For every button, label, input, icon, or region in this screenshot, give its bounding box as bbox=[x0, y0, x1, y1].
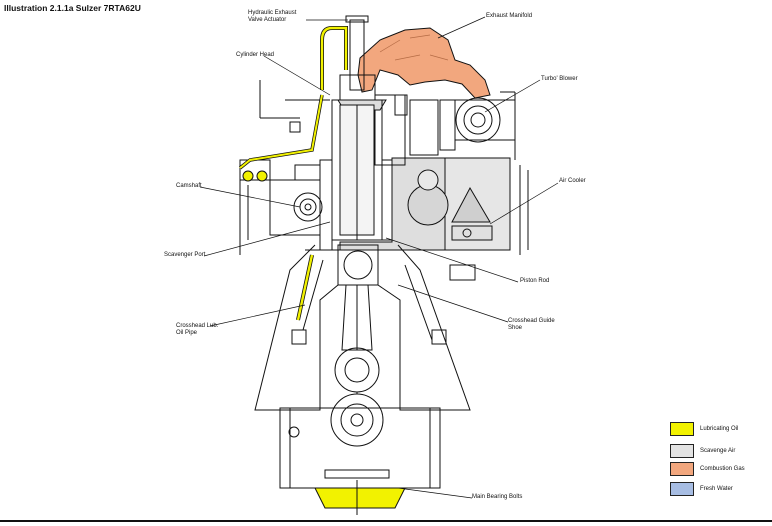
leader-lines bbox=[199, 16, 559, 499]
camshaft-shape bbox=[293, 192, 323, 222]
legend-swatch bbox=[670, 482, 694, 496]
legend-label: Lubricating Oil bbox=[700, 426, 739, 432]
label-camshaft: Camshaft bbox=[176, 183, 202, 189]
turbo-blower-shape bbox=[455, 97, 501, 143]
label-crosshead-lub-oil-pipe: Crosshead Lub. Oil Pipe bbox=[176, 323, 219, 336]
label-hydraulic-exhaust-valve-actuator: Hydraulic Exhaust Valve Actuator bbox=[248, 10, 297, 23]
bedplate bbox=[279, 407, 441, 489]
legend-swatch bbox=[670, 422, 694, 436]
label-air-cooler: Air Cooler bbox=[559, 178, 586, 184]
label-piston-rod: Piston Rod bbox=[520, 278, 550, 284]
bottom-rule bbox=[0, 520, 772, 522]
label-main-bearing-bolts: Main Bearing Bolts bbox=[472, 494, 523, 500]
label-scavenger-port: Scavenger Port bbox=[164, 252, 206, 258]
legend-swatch bbox=[670, 462, 694, 476]
label-turbo-blower: Turbo' Blower bbox=[541, 76, 578, 82]
oil-sump bbox=[314, 487, 406, 509]
legend-label: Fresh Water bbox=[700, 486, 733, 492]
crank-big-end bbox=[334, 347, 380, 393]
illustration-title: Illustration 2.1.1a Sulzer 7RTA62U bbox=[4, 3, 141, 13]
crosshead bbox=[337, 244, 379, 286]
legend-label: Scavenge Air bbox=[700, 448, 736, 454]
main-journal bbox=[330, 393, 384, 447]
frame-right bbox=[377, 244, 471, 411]
legend-label: Combustion Gas bbox=[700, 466, 745, 472]
lub-oil-line-left bbox=[238, 94, 324, 170]
legend-swatch bbox=[670, 444, 694, 458]
label-exhaust-manifold: Exhaust Manifold bbox=[486, 13, 533, 19]
frame-left bbox=[254, 244, 339, 411]
label-crosshead-guide-shoe: Crosshead Guide Shoe bbox=[508, 318, 555, 331]
label-cylinder-head: Cylinder Head bbox=[236, 52, 275, 58]
lub-oil-line-top bbox=[320, 26, 348, 90]
air-cooler-wedge bbox=[451, 186, 491, 223]
exhaust-manifold-shape bbox=[357, 27, 491, 99]
